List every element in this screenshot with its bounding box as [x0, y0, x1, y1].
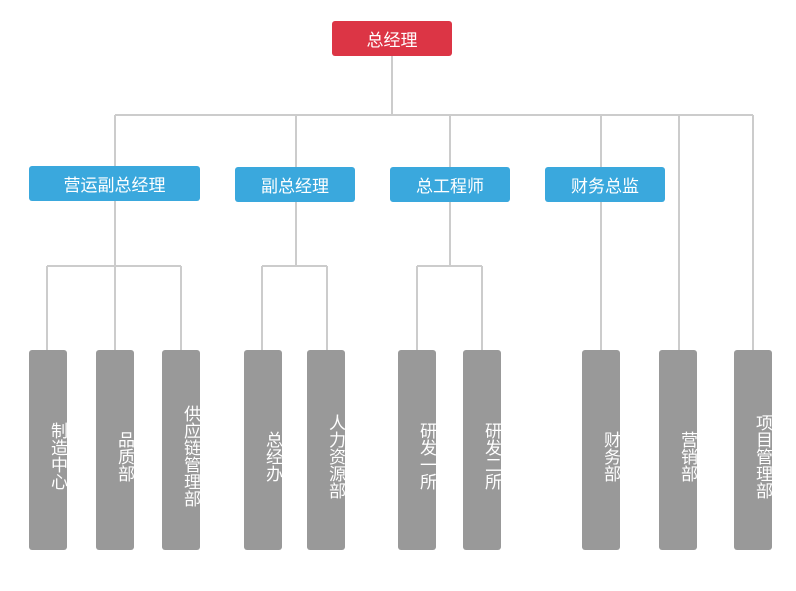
executive-node-1: 营运副总经理: [29, 166, 200, 201]
executive-node-2: 副总经理: [235, 167, 355, 202]
department-node-9: 营销部: [659, 350, 697, 550]
department-node-1: 制造中心: [29, 350, 67, 550]
root-node: 总经理: [332, 21, 452, 56]
department-node-2: 品质部: [96, 350, 134, 550]
department-node-7: 研发二所: [463, 350, 501, 550]
department-node-10: 项目管理部: [734, 350, 772, 550]
executive-node-4: 财务总监: [545, 167, 665, 202]
department-node-3: 供应链管理部: [162, 350, 200, 550]
department-node-5: 人力资源部: [307, 350, 345, 550]
department-node-4: 总经办: [244, 350, 282, 550]
executive-node-3: 总工程师: [390, 167, 510, 202]
department-node-6: 研发一所: [398, 350, 436, 550]
department-node-8: 财务部: [582, 350, 620, 550]
